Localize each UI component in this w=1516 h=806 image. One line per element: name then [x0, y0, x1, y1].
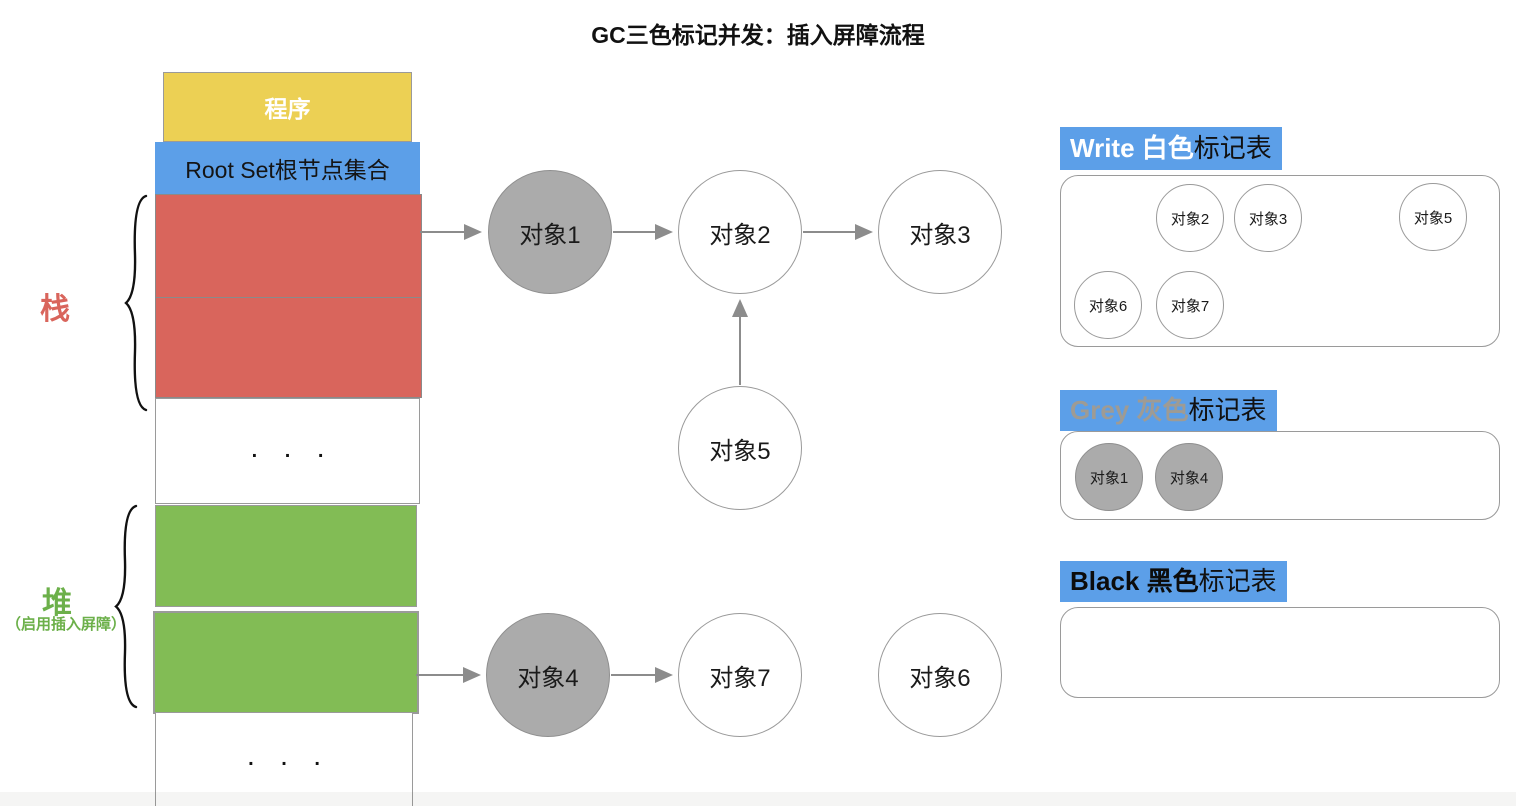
node-label: 对象7 [709, 664, 771, 692]
stack-label: 栈 [40, 293, 70, 326]
node-label: 对象7 [1170, 297, 1210, 315]
white-table-item-obj3: 对象3 [1234, 184, 1302, 252]
stack-slot-1 [155, 194, 422, 298]
root-set-label: Root Set根节点集合 [185, 157, 390, 183]
node-label: 对象6 [909, 664, 971, 692]
program-box: 程序 [163, 72, 412, 142]
grey-table-item-obj1: 对象1 [1075, 443, 1143, 511]
stack-brace-icon [124, 194, 148, 412]
memory-ellipsis-box-2: . . . [155, 712, 413, 806]
node-label: 对象2 [709, 221, 771, 249]
node-label: 对象3 [1248, 210, 1288, 228]
heap-brace-icon [114, 504, 138, 709]
program-label: 程序 [264, 96, 311, 122]
heap-slot-2 [153, 611, 419, 714]
white-table-item-obj5: 对象5 [1399, 183, 1467, 251]
black-table-header: Black 黑色标记表 [1060, 561, 1287, 602]
heap-slot-1 [155, 505, 417, 607]
node-label: 对象5 [1413, 209, 1453, 227]
grey-table-title-en: Grey 灰色 [1070, 395, 1189, 425]
root-set-box: Root Set根节点集合 [155, 142, 420, 194]
heap-label: 堆 [42, 587, 72, 620]
node-label: 对象1 [1089, 469, 1129, 487]
black-table-panel [1060, 607, 1500, 698]
grey-table-header: Grey 灰色标记表 [1060, 390, 1277, 431]
white-table-title-zh: 标记表 [1193, 133, 1272, 163]
heap-note: （启用插入屏障） [5, 616, 126, 633]
white-table-item-obj2: 对象2 [1156, 184, 1224, 252]
node-label: 对象2 [1170, 210, 1210, 228]
ellipsis-text: . . . [251, 439, 335, 462]
graph-node-obj1: 对象1 [488, 170, 612, 294]
memory-ellipsis-box-1: . . . [155, 398, 420, 504]
stack-slot-2 [155, 297, 422, 398]
graph-node-obj5: 对象5 [678, 386, 802, 510]
graph-node-obj7: 对象7 [678, 613, 802, 737]
white-table-item-obj7: 对象7 [1156, 271, 1224, 339]
node-label: 对象4 [1169, 469, 1209, 487]
node-label: 对象5 [709, 437, 771, 465]
ellipsis-text: . . . [248, 748, 331, 770]
node-label: 对象3 [909, 221, 971, 249]
graph-node-obj3: 对象3 [878, 170, 1002, 294]
white-table-header: Write 白色标记表 [1060, 127, 1282, 170]
grey-table-title-zh: 标记表 [1188, 395, 1267, 425]
white-table-item-obj6: 对象6 [1074, 271, 1142, 339]
node-label: 对象4 [517, 664, 579, 692]
node-label: 对象6 [1088, 297, 1128, 315]
grey-table-item-obj4: 对象4 [1155, 443, 1223, 511]
page-title: GC三色标记并发：插入屏障流程 [591, 22, 925, 48]
graph-node-obj2: 对象2 [678, 170, 802, 294]
black-table-title-zh: 标记表 [1198, 566, 1277, 596]
black-table-title-en: Black 黑色 [1070, 566, 1199, 596]
node-label: 对象1 [519, 221, 581, 249]
graph-node-obj6: 对象6 [878, 613, 1002, 737]
graph-node-obj4: 对象4 [486, 613, 610, 737]
bottom-edge-strip [0, 792, 1516, 806]
white-table-title-en: Write 白色 [1070, 133, 1194, 163]
